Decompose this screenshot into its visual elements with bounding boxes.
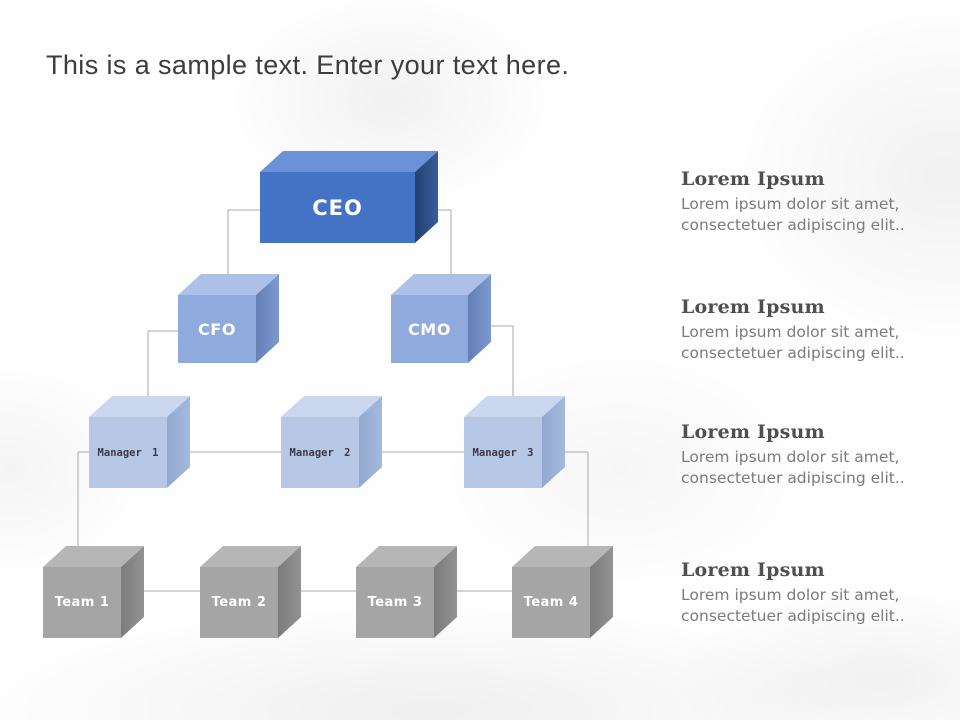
org-node-cmo: CMO: [391, 273, 491, 363]
org-node-ceo: CEO: [260, 150, 438, 243]
org-node-team-2-label: Team 2: [200, 567, 278, 638]
org-node-team-3-label: Team 3: [356, 567, 434, 638]
section-heading: Lorem Ipsum: [681, 296, 825, 318]
org-node-team-2: Team 2: [200, 545, 301, 638]
org-node-team-4-label: Team 4: [512, 567, 590, 638]
section-heading: Lorem Ipsum: [681, 421, 825, 443]
text-section-1: Lorem Ipsum Lorem ipsum dolor sit amet, …: [681, 168, 931, 236]
page-title: This is a sample text. Enter your text h…: [46, 50, 570, 80]
section-heading: Lorem Ipsum: [681, 559, 825, 581]
section-body: Lorem ipsum dolor sit amet, consectetuer…: [681, 323, 905, 362]
section-heading: Lorem Ipsum: [681, 168, 825, 190]
section-body: Lorem ipsum dolor sit amet, consectetuer…: [681, 586, 905, 625]
org-node-manager-3-label: Manager 3: [464, 417, 542, 488]
box-top-face: [260, 151, 438, 172]
section-body: Lorem ipsum dolor sit amet, consectetuer…: [681, 448, 905, 487]
org-node-team-4: Team 4: [512, 545, 613, 638]
text-section-3: Lorem Ipsum Lorem ipsum dolor sit amet, …: [681, 421, 931, 489]
connector-cmo-manager3: [489, 325, 514, 404]
org-node-team-1: Team 1: [43, 545, 144, 638]
org-node-manager-1-label: Manager 1: [89, 417, 167, 488]
org-node-manager-2-label: Manager 2: [281, 417, 359, 488]
org-node-manager-1: Manager 1: [89, 395, 190, 488]
section-body: Lorem ipsum dolor sit amet, consectetuer…: [681, 195, 905, 234]
connector-ceo-cfo: [227, 209, 260, 282]
org-node-manager-3: Manager 3: [464, 395, 565, 488]
org-node-team-1-label: Team 1: [43, 567, 121, 638]
text-section-4: Lorem Ipsum Lorem ipsum dolor sit amet, …: [681, 559, 931, 627]
org-node-cfo-label: CFO: [178, 295, 256, 363]
org-node-team-3: Team 3: [356, 545, 457, 638]
text-section-2: Lorem Ipsum Lorem ipsum dolor sit amet, …: [681, 296, 931, 364]
org-node-cfo: CFO: [178, 273, 279, 363]
org-node-cmo-label: CMO: [391, 295, 468, 363]
org-node-ceo-label: CEO: [260, 172, 415, 243]
connector-cfo-manager1: [147, 330, 178, 406]
org-node-manager-2: Manager 2: [281, 395, 382, 488]
